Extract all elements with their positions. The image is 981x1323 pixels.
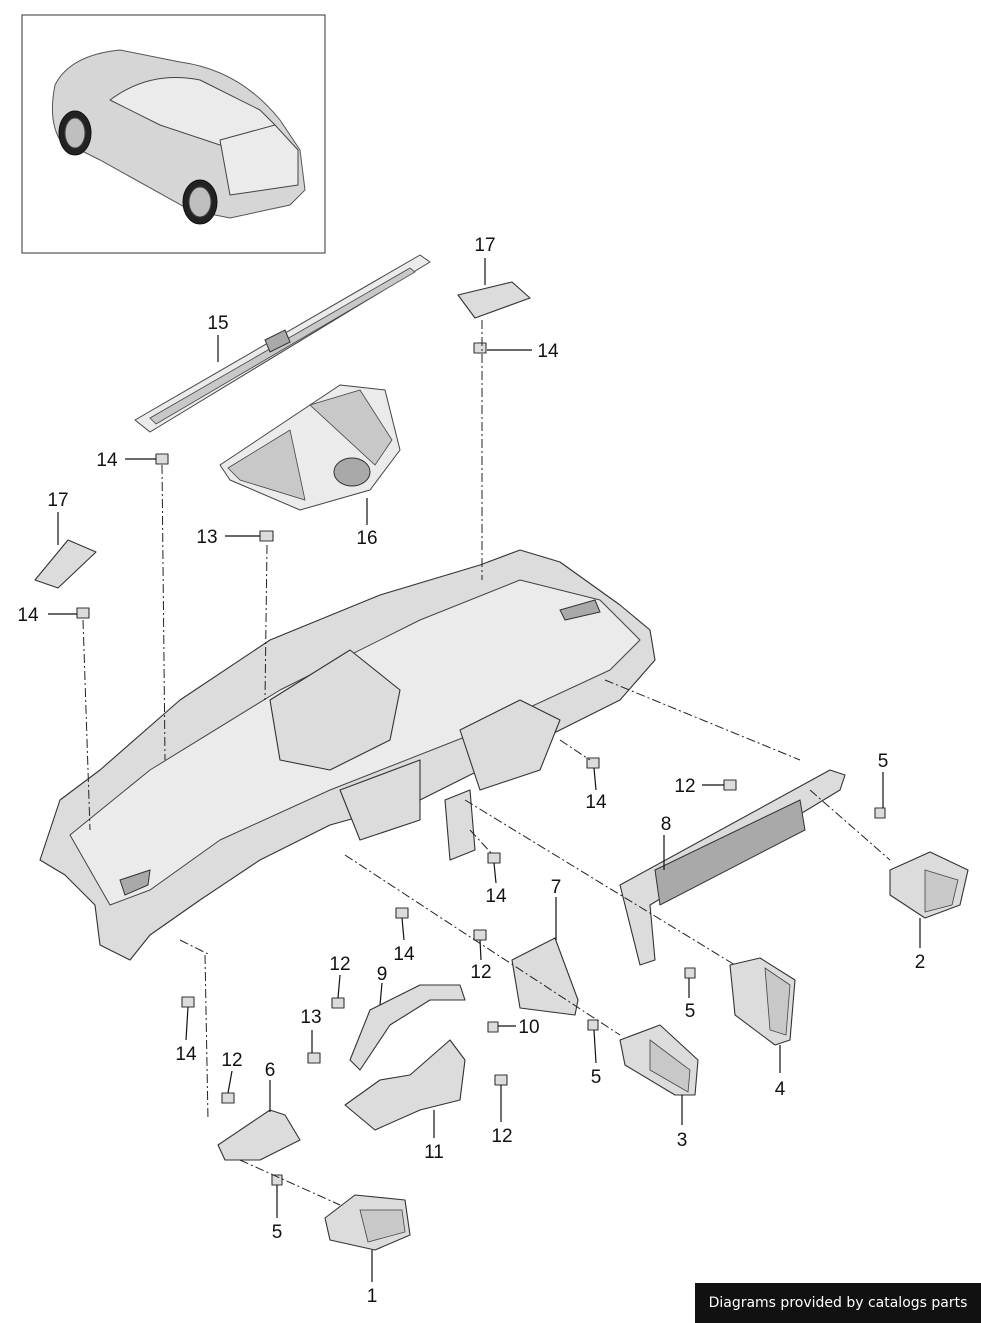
alignment-lines bbox=[82, 320, 891, 1206]
callout-5-right: 5 bbox=[878, 751, 889, 772]
air-vent-3 bbox=[619, 1024, 699, 1096]
dashboard-carrier bbox=[39, 549, 656, 961]
credit-badge: Diagrams provided by catalogs parts bbox=[695, 1283, 981, 1323]
callout-14-center-left: 14 bbox=[393, 944, 415, 965]
callout-14-lower-left: 14 bbox=[175, 1044, 197, 1065]
callout-5-center-right: 5 bbox=[685, 1001, 696, 1022]
callout-12-lower-center: 12 bbox=[491, 1126, 512, 1147]
callout-3: 3 bbox=[677, 1130, 688, 1151]
callout-2: 2 bbox=[915, 952, 926, 973]
callout-17-upper: 17 bbox=[474, 235, 495, 256]
vent-frame-7 bbox=[511, 937, 579, 1016]
callout-13-upper: 13 bbox=[196, 527, 217, 548]
callout-8: 8 bbox=[661, 814, 672, 835]
air-vent-4 bbox=[729, 957, 796, 1046]
callout-12-center: 12 bbox=[470, 962, 491, 983]
speaker-grille-panel bbox=[219, 384, 401, 511]
vehicle-inset bbox=[21, 14, 326, 254]
defroster-vent-strip bbox=[134, 254, 431, 433]
callout-4: 4 bbox=[775, 1079, 786, 1100]
callout-17-left: 17 bbox=[47, 490, 68, 511]
callout-14-center-right: 14 bbox=[585, 792, 607, 813]
callout-1: 1 bbox=[367, 1286, 378, 1307]
callout-11: 11 bbox=[424, 1142, 444, 1163]
air-vent-right bbox=[889, 851, 969, 919]
credit-text: Diagrams provided by catalogs parts bbox=[708, 1295, 968, 1311]
trim-piece-11 bbox=[344, 1039, 466, 1131]
callout-14-upper-left: 14 bbox=[96, 450, 118, 471]
callout-7: 7 bbox=[551, 877, 562, 898]
callout-13-lower: 13 bbox=[300, 1007, 321, 1028]
callout-12-right: 12 bbox=[674, 776, 695, 797]
callout-5-center: 5 bbox=[591, 1067, 602, 1088]
clips bbox=[76, 342, 737, 1104]
callout-labels: 17 14 15 14 17 14 13 16 5 12 14 8 2 14 7… bbox=[17, 235, 925, 1307]
callout-15: 15 bbox=[207, 313, 228, 334]
callout-14-left: 14 bbox=[17, 605, 39, 626]
callout-6: 6 bbox=[265, 1060, 276, 1081]
callout-12-left-upper: 12 bbox=[329, 954, 350, 975]
vent-frame-6 bbox=[217, 1109, 301, 1161]
callout-10: 10 bbox=[518, 1017, 539, 1038]
callout-9: 9 bbox=[377, 964, 388, 985]
air-vent-1 bbox=[324, 1194, 411, 1251]
leader-lines bbox=[48, 258, 921, 1282]
callout-16: 16 bbox=[356, 528, 377, 549]
callout-12-lower-left: 12 bbox=[221, 1050, 242, 1071]
display-frame bbox=[619, 769, 846, 966]
callout-14-upper-right: 14 bbox=[537, 341, 559, 362]
callout-14-center: 14 bbox=[485, 886, 507, 907]
callout-5-lower: 5 bbox=[272, 1222, 283, 1243]
pad-upper-right bbox=[457, 281, 531, 319]
trim-piece-9 bbox=[349, 984, 466, 1071]
pad-left bbox=[34, 539, 97, 589]
